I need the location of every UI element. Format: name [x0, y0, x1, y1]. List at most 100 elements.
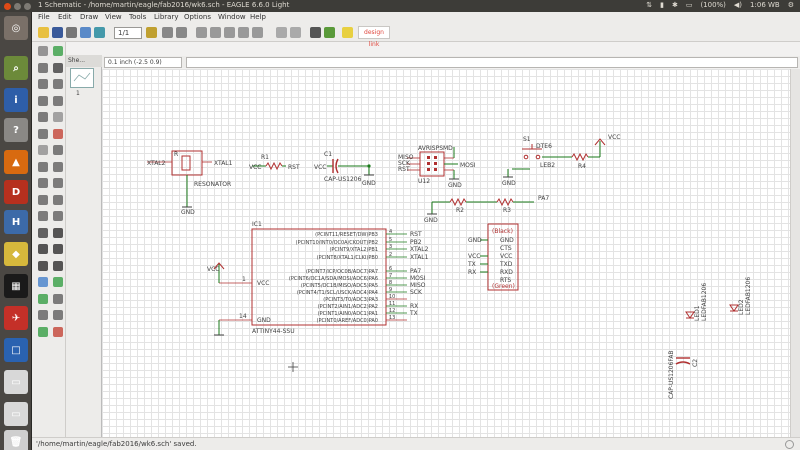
tool-gateswap-icon[interactable] — [38, 161, 48, 172]
tool-invoke-icon[interactable] — [53, 211, 63, 221]
isp-header-part[interactable]: MISO SCK RST MOSI AVRISPSMD U12 GND — [398, 145, 476, 189]
board-icon[interactable] — [94, 27, 105, 38]
tool-wire-icon[interactable] — [38, 227, 48, 238]
tool-mirror-icon[interactable] — [38, 95, 48, 106]
grid-app-icon[interactable]: ▦ — [4, 274, 28, 298]
sheet-select[interactable]: 1/1 — [114, 27, 142, 39]
menu-view[interactable]: View — [105, 13, 122, 21]
tool-info-icon[interactable] — [38, 46, 48, 56]
sheet-thumbnail[interactable] — [70, 68, 94, 88]
stop-command-icon[interactable] — [785, 440, 794, 449]
sheets-tab[interactable]: She... — [66, 55, 102, 67]
tool-miter-icon[interactable] — [53, 194, 63, 205]
menu-edit[interactable]: Edit — [58, 13, 72, 21]
tool-arc-icon[interactable] — [53, 244, 63, 254]
r1-part[interactable]: VCC R1 RST — [249, 154, 300, 171]
tool-replace-icon[interactable] — [53, 161, 63, 172]
stop-icon[interactable] — [310, 27, 321, 38]
vlc-icon[interactable]: ▲ — [4, 150, 28, 174]
schematic-canvas[interactable]: XTAL2 XTAL1 R RESONATOR GND VCC R1 RST — [102, 69, 790, 437]
trash-icon[interactable]: 🗑 — [4, 430, 28, 450]
tool-copy-icon[interactable] — [53, 79, 63, 89]
c1-part[interactable]: C1 VCC CAP-US1206 GND — [314, 151, 376, 187]
clock[interactable]: 1:06 WB — [750, 1, 780, 9]
script-icon[interactable] — [162, 27, 173, 38]
cam-icon[interactable] — [80, 27, 91, 38]
tool-net-icon[interactable] — [53, 277, 63, 287]
tool-mark-icon[interactable] — [53, 62, 63, 73]
tool-circle-icon[interactable] — [38, 244, 48, 254]
bluetooth-icon[interactable]: ✱ — [671, 1, 678, 9]
tool-add-icon[interactable] — [38, 145, 48, 155]
tool-polygon-icon[interactable] — [53, 260, 63, 271]
go-icon[interactable] — [324, 27, 335, 38]
use-icon[interactable] — [146, 27, 157, 38]
tool-display-icon[interactable] — [38, 62, 48, 73]
schematic-drawing[interactable]: XTAL2 XTAL1 R RESONATOR GND VCC R1 RST — [102, 69, 790, 437]
menu-file[interactable]: File — [38, 13, 50, 21]
network-icon[interactable]: ⇅ — [646, 1, 653, 9]
redo-icon[interactable] — [290, 27, 301, 38]
tool-dimension-icon[interactable] — [53, 310, 63, 320]
tool-erc-icon[interactable] — [38, 326, 48, 337]
game-icon[interactable]: ◆ — [4, 242, 28, 266]
zoom-in-icon[interactable] — [210, 27, 221, 38]
tool-rotate-icon[interactable] — [53, 95, 63, 106]
close-icon[interactable] — [4, 3, 11, 10]
tool-move-icon[interactable] — [38, 79, 48, 89]
tool-label-icon[interactable] — [53, 293, 63, 304]
tool-value-icon[interactable] — [53, 178, 63, 188]
dash-home-icon[interactable]: ◎ — [4, 16, 28, 40]
tool-group-icon[interactable] — [38, 112, 48, 122]
drive-icon[interactable]: ▭ — [4, 370, 28, 394]
tool-delete-icon[interactable] — [53, 128, 63, 139]
resonator-part[interactable]: XTAL2 XTAL1 R RESONATOR GND — [147, 150, 233, 216]
tool-bus-icon[interactable] — [38, 277, 48, 287]
tool-rect-icon[interactable] — [38, 260, 48, 271]
tool-pinswap-icon[interactable] — [53, 145, 63, 155]
info-icon[interactable]: i — [4, 88, 28, 112]
battery-icon[interactable]: ▭ — [685, 1, 693, 9]
settings-gear-icon[interactable]: ⚙ — [787, 1, 794, 9]
tool-split-icon[interactable] — [38, 211, 48, 221]
menu-options[interactable]: Options — [184, 13, 212, 21]
tool-show-icon[interactable] — [53, 46, 63, 56]
tool-text-icon[interactable] — [53, 227, 63, 238]
tool-junction-icon[interactable] — [38, 293, 48, 304]
zoom-out-icon[interactable] — [224, 27, 235, 38]
window-controls[interactable] — [4, 3, 31, 10]
led-parts[interactable]: LED1 LEDFAB1206 LED2 LEDFAB1206 — [685, 277, 752, 321]
tool-errors-icon[interactable] — [53, 326, 63, 337]
c2-part[interactable]: C2 CAP-US1206FAB — [668, 350, 699, 399]
help-question-icon[interactable] — [342, 27, 353, 38]
run-icon[interactable] — [176, 27, 187, 38]
maximize-icon[interactable] — [24, 3, 31, 10]
menu-tools[interactable]: Tools — [129, 13, 147, 21]
keyboard-icon[interactable]: ▮ — [660, 1, 664, 9]
tool-attribute-icon[interactable] — [38, 310, 48, 320]
tool-name-icon[interactable] — [38, 178, 48, 188]
design-link-button[interactable]: design link — [358, 26, 390, 48]
menu-window[interactable]: Window — [218, 13, 246, 21]
open-icon[interactable] — [38, 27, 49, 38]
volume-icon[interactable]: ◀) — [733, 1, 743, 9]
switch-part[interactable]: S1 DTE6 LEB2 R4 GND VCC — [502, 134, 620, 187]
menu-draw[interactable]: Draw — [80, 13, 99, 21]
ic1-attiny44-part[interactable]: IC1 ATTINY44-SSU VCC GND 1 14 VCC (PCINT… — [207, 221, 429, 336]
menu-library[interactable]: Library — [154, 13, 179, 21]
zoom-select-icon[interactable] — [252, 27, 263, 38]
drive-icon-2[interactable]: ▭ — [4, 402, 28, 426]
canvas-scrollbar[interactable] — [790, 69, 800, 437]
ftdi-header-part[interactable]: (Black) GND CTS VCC TXD RXD RTS (Green) … — [467, 223, 519, 291]
save-icon[interactable] — [52, 27, 63, 38]
undo-icon[interactable] — [276, 27, 287, 38]
zoom-fit-icon[interactable] — [196, 27, 207, 38]
files-search-icon[interactable]: ⌕ — [4, 56, 28, 80]
hardinfo-icon[interactable]: H — [4, 210, 28, 234]
app-dr-icon[interactable]: D — [4, 180, 28, 204]
print-icon[interactable] — [66, 27, 77, 38]
workspace-icon[interactable]: □ — [4, 338, 28, 362]
tool-smash-icon[interactable] — [38, 194, 48, 205]
tool-change-icon[interactable] — [53, 112, 63, 122]
help-icon[interactable]: ? — [4, 118, 28, 142]
